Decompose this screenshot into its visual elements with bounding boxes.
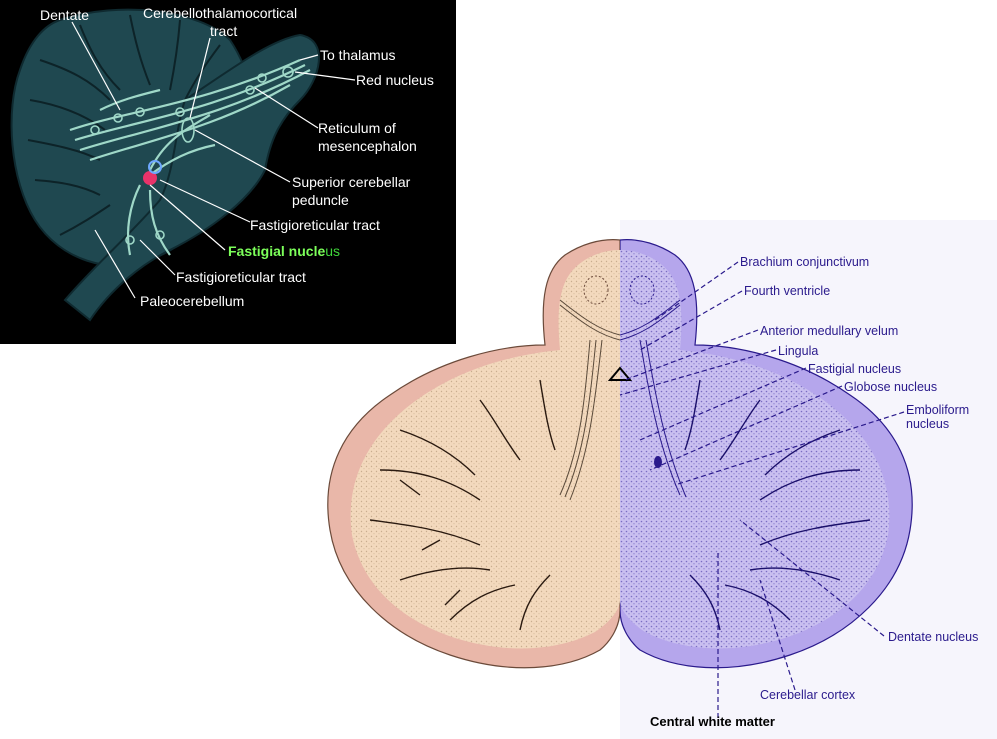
label-anterior-medullary-velum: Anterior medullary velum [760, 324, 898, 338]
label-mesencephalon: mesencephalon [318, 138, 417, 154]
cerebellum-left-half [327, 239, 620, 669]
fastigial-nucleus-marker [143, 171, 157, 185]
nucleus-ring [148, 160, 162, 174]
label-paleocerebellum: Paleocerebellum [140, 293, 244, 309]
left-figure: Dentate Cerebellothalamocortical tract T… [10, 5, 434, 322]
label-fastigial-nucleus-right: Fastigial nucleus [808, 362, 901, 376]
label-reticulum: Reticulum of [318, 120, 396, 136]
label-to-thalamus: To thalamus [320, 47, 395, 63]
cerebellum-right-half [620, 239, 913, 669]
label-fastigioreticular-lower: Fastigioreticular tract [176, 269, 306, 285]
folia-lines [27, 14, 221, 236]
label-fastigial-nucleus-b: us [325, 243, 340, 259]
label-tract: tract [210, 23, 237, 39]
label-dentate-nucleus: Dentate nucleus [888, 630, 978, 644]
nuclei-markers [90, 66, 294, 245]
label-globose-nucleus: Globose nucleus [844, 380, 937, 394]
label-red-nucleus: Red nucleus [356, 72, 434, 88]
fourth-ventricle-mark [607, 366, 633, 381]
label-cerebellar-cortex: Cerebellar cortex [760, 688, 856, 702]
right-leader-lines [619, 261, 905, 718]
label-cerebellothalamocortical: Cerebellothalamocortical [143, 5, 297, 21]
label-lingula: Lingula [778, 344, 818, 358]
label-central-white-matter: Central white matter [650, 714, 775, 729]
label-dentate: Dentate [40, 7, 89, 23]
label-fourth-ventricle: Fourth ventricle [744, 284, 830, 298]
label-fastigial-nucleus: Fastigial nucleus [228, 243, 340, 259]
left-leader-lines [71, 21, 356, 299]
fiber-tracts [69, 58, 311, 256]
label-emboliform: Emboliform [906, 403, 969, 417]
label-brachium-conjunctivum: Brachium conjunctivum [740, 255, 869, 269]
label-emboliform-nucleus: nucleus [906, 417, 949, 431]
label-peduncle: peduncle [292, 192, 349, 208]
right-figure: Brachium conjunctivum Fourth ventricle A… [327, 239, 978, 729]
label-superior-cerebellar: Superior cerebellar [292, 174, 411, 190]
label-fastigial-nucleus-a: Fastigial nucle [228, 243, 325, 259]
label-fastigioreticular-upper: Fastigioreticular tract [250, 217, 380, 233]
